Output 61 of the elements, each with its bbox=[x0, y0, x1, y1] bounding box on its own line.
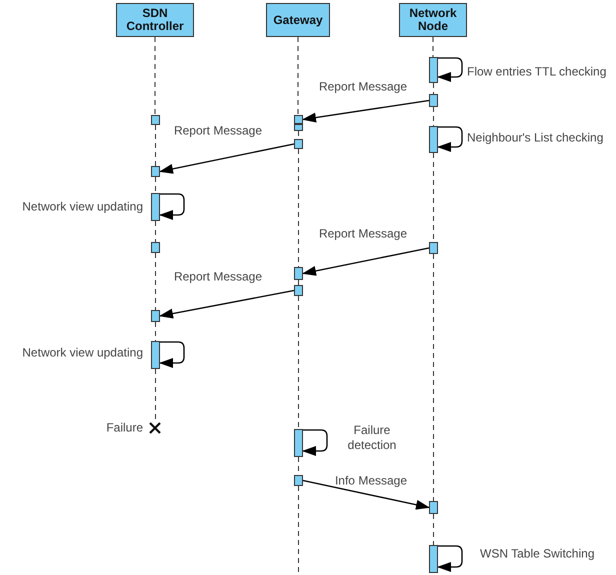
step-label: Flow entries TTL checking bbox=[467, 64, 606, 80]
participant-box: Gateway bbox=[266, 3, 330, 37]
edge-label: Report Message bbox=[318, 226, 408, 242]
activation-bar bbox=[294, 475, 303, 486]
self-message-arrow bbox=[437, 126, 463, 152]
message-arrow bbox=[159, 290, 294, 318]
self-message-arrow bbox=[302, 429, 328, 456]
activation-bar bbox=[151, 166, 160, 177]
lifeline bbox=[432, 36, 434, 58]
self-message-arrow bbox=[437, 545, 463, 572]
step-label: Neighbour's List checking bbox=[467, 130, 604, 146]
lifeline bbox=[155, 322, 156, 342]
activation-bar bbox=[151, 310, 160, 322]
message-arrow bbox=[302, 247, 430, 276]
activation-bar bbox=[429, 126, 438, 153]
activation-bar bbox=[294, 124, 303, 131]
message-arrow bbox=[159, 143, 294, 174]
message-arrow bbox=[302, 100, 430, 122]
lifeline bbox=[298, 486, 299, 575]
activation-bar bbox=[429, 242, 438, 254]
edge-label: Report Message bbox=[318, 80, 408, 94]
step-label: Failure detection bbox=[346, 423, 398, 453]
activation-bar bbox=[151, 242, 160, 253]
lifeline bbox=[298, 148, 299, 268]
activation-bar bbox=[429, 501, 438, 514]
lifeline bbox=[155, 124, 156, 166]
self-message-arrow bbox=[437, 57, 463, 82]
activation-bar bbox=[429, 545, 438, 573]
activation-bar bbox=[294, 285, 303, 296]
edge-label: Report Message bbox=[172, 270, 264, 284]
lifeline bbox=[155, 252, 156, 310]
edge-label: Info Message bbox=[334, 474, 408, 488]
activation-bar bbox=[294, 429, 303, 457]
lifeline bbox=[433, 82, 434, 94]
step-label: Network view updating bbox=[22, 346, 143, 360]
activation-bar bbox=[151, 115, 160, 125]
message-arrow bbox=[302, 480, 430, 510]
lifeline bbox=[298, 296, 299, 430]
activation-bar bbox=[151, 341, 160, 369]
activation-bar bbox=[429, 94, 438, 107]
cross-icon bbox=[149, 422, 161, 434]
self-message-arrow bbox=[159, 341, 185, 368]
step-label: Network view updating bbox=[22, 200, 143, 214]
lifeline bbox=[433, 254, 434, 502]
activation-bar bbox=[151, 193, 160, 221]
participant-box: Network Node bbox=[399, 3, 467, 37]
activation-bar bbox=[294, 267, 303, 280]
lifeline bbox=[155, 220, 156, 242]
step-label: WSN Table Switching bbox=[480, 546, 594, 562]
participant-box: SDN Controller bbox=[116, 3, 194, 37]
activation-bar bbox=[294, 139, 303, 149]
self-message-arrow bbox=[159, 193, 185, 220]
lifeline bbox=[154, 36, 156, 116]
activation-bar bbox=[429, 57, 438, 83]
lifeline bbox=[433, 106, 434, 126]
edge-label: Report Message bbox=[172, 124, 264, 138]
activation-bar bbox=[294, 115, 303, 124]
lifeline bbox=[155, 176, 156, 194]
lifeline bbox=[433, 514, 434, 546]
step-label: Failure bbox=[106, 420, 143, 436]
lifeline bbox=[298, 280, 299, 286]
